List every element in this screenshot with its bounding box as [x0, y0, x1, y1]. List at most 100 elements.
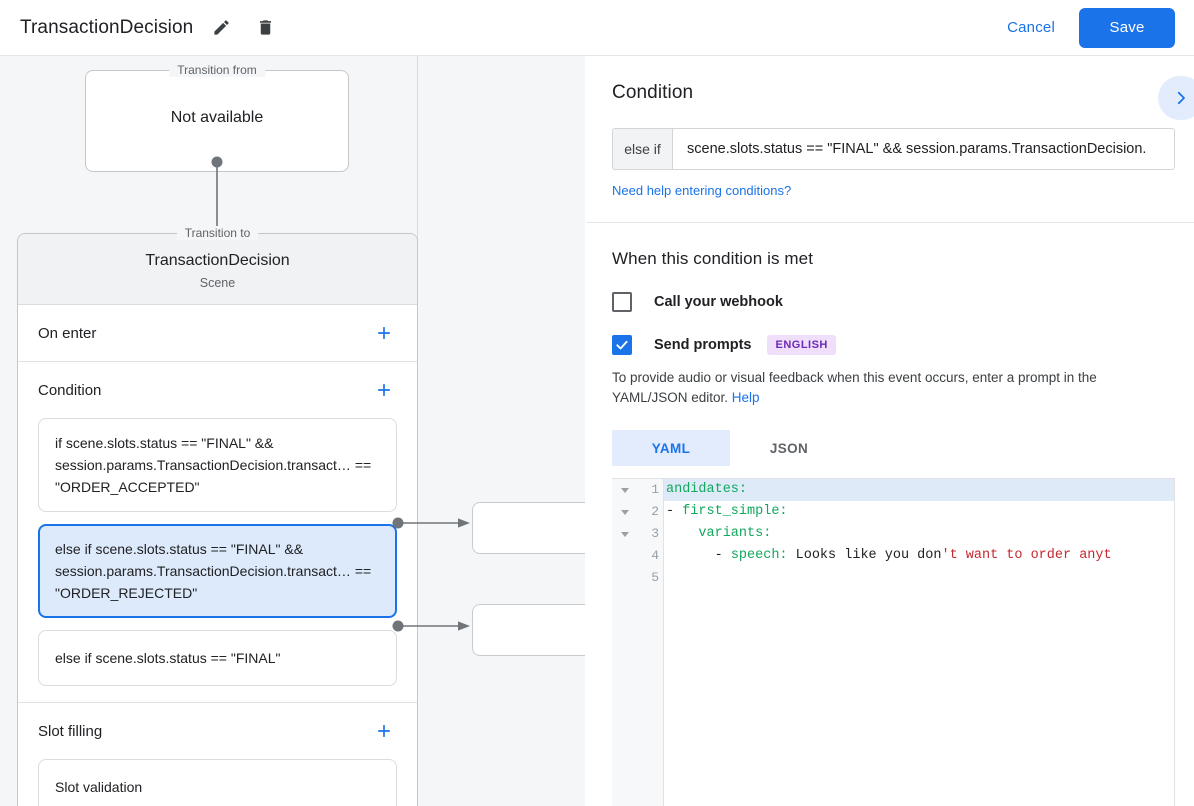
add-condition-button[interactable] [371, 377, 397, 403]
editor-format-tabs: YAML JSON [612, 430, 1168, 466]
code-token: Looks like you don [787, 548, 942, 563]
pencil-icon-glyph [214, 20, 229, 35]
scene-graph-panel: Transition from Not available Transition… [0, 56, 585, 806]
check-icon [616, 340, 628, 350]
caret-down-icon [621, 488, 629, 493]
detail-header: Condition else if scene.slots.status == … [586, 56, 1194, 200]
send-prompts-checkbox-row[interactable]: Send prompts ENGLISH [612, 335, 1168, 355]
scene-type: Scene [199, 276, 236, 290]
top-app-bar: TransactionDecision Cancel Save [0, 0, 1194, 56]
code-token: : [779, 504, 788, 519]
condition-expression-input[interactable]: scene.slots.status == "FINAL" && session… [687, 141, 1147, 157]
caret-down-icon [621, 510, 629, 515]
plus-icon [378, 725, 390, 737]
detail-heading: Condition [612, 82, 694, 103]
call-webhook-checkbox[interactable] [612, 292, 632, 312]
call-webhook-label: Call your webhook [654, 294, 783, 310]
transition-to-legend: Transition to [176, 226, 259, 240]
save-button[interactable]: Save [1079, 7, 1175, 48]
edge-else-if-rejected [392, 620, 470, 632]
when-condition-met-heading: When this condition is met [612, 249, 814, 268]
chevron-right-icon-glyph [1177, 91, 1185, 105]
section-slot-filling: Slot filling Slot validation [18, 703, 417, 806]
tab-yaml[interactable]: YAML [612, 430, 730, 466]
code-line[interactable]: - first_simple: [664, 501, 1175, 523]
target-node-accepted[interactable] [472, 502, 585, 554]
fold-arrow-icon[interactable] [612, 523, 638, 545]
scene-name: TransactionDecision [145, 252, 290, 269]
webhook-checkbox-row[interactable]: Call your webhook [612, 292, 1168, 312]
transition-from-value: Not available [170, 109, 264, 126]
chevron-right-icon[interactable] [1158, 76, 1194, 120]
editor-line-numbers: 1 2 3 4 5 [638, 479, 664, 806]
detail-body: When this condition is met Call your web… [586, 223, 1194, 806]
fold-arrow-placeholder [612, 567, 638, 589]
send-prompts-label: Send prompts [654, 337, 752, 353]
caret-down-icon [621, 532, 629, 537]
code-token: 't want to order anyt [941, 548, 1112, 563]
condition-help-link[interactable]: Need help entering conditions? [612, 183, 792, 198]
section-header-condition: Condition [38, 362, 397, 418]
trash-icon[interactable] [249, 12, 281, 44]
condition-detail-panel: Condition else if scene.slots.status == … [586, 56, 1194, 806]
code-token: andidates [666, 482, 739, 497]
code-line[interactable]: variants: [664, 523, 1175, 545]
trash-icon-glyph [259, 20, 271, 35]
transition-from-box[interactable]: Transition from Not available [85, 63, 349, 172]
cancel-button[interactable]: Cancel [993, 11, 1069, 44]
line-number: 5 [651, 570, 659, 585]
code-token: : [738, 482, 748, 497]
language-chip: ENGLISH [767, 335, 836, 355]
condition-item-else-if-final[interactable]: else if scene.slots.status == "FINAL" [38, 630, 397, 686]
section-title-on-enter: On enter [38, 324, 97, 342]
section-title-condition: Condition [38, 381, 102, 399]
code-token: - [666, 548, 731, 563]
code-token: - [666, 504, 683, 519]
plus-icon [378, 327, 390, 339]
condition-prefix-label: else if [613, 129, 673, 169]
code-token: : [763, 526, 772, 541]
code-token [666, 526, 698, 541]
section-condition: Condition if scene.slots.status == "FINA… [18, 362, 417, 703]
send-prompts-checkbox[interactable] [612, 335, 632, 355]
line-number: 1 [651, 482, 659, 497]
code-line[interactable] [664, 567, 1175, 589]
pencil-icon[interactable] [205, 12, 237, 44]
condition-item-if[interactable]: if scene.slots.status == "FINAL" && sess… [38, 418, 397, 512]
code-token: variants [698, 526, 764, 541]
fold-arrow-icon[interactable] [612, 501, 638, 523]
slot-validation-item[interactable]: Slot validation [38, 759, 397, 806]
line-number: 2 [651, 504, 659, 519]
page-title: TransactionDecision [20, 16, 194, 38]
code-line[interactable]: - speech: Looks like you don't want to o… [664, 545, 1175, 567]
section-header-on-enter: On enter [38, 305, 397, 361]
edge-if-accepted [392, 517, 470, 529]
slot-filling-list: Slot validation [38, 759, 397, 806]
code-line[interactable]: andidates: [664, 479, 1175, 501]
condition-list: if scene.slots.status == "FINAL" && sess… [38, 418, 397, 702]
add-slot-filling-button[interactable] [371, 718, 397, 744]
fold-arrow-placeholder [612, 545, 638, 567]
section-header-slot-filling: Slot filling [38, 703, 397, 759]
scene-card: Transition to TransactionDecision Scene … [17, 226, 418, 806]
section-on-enter: On enter [18, 305, 417, 362]
tab-json[interactable]: JSON [769, 440, 809, 456]
plus-icon [378, 384, 390, 396]
editor-code-area[interactable]: andidates:- first_simple: variants: - sp… [664, 479, 1175, 806]
editor-right-border [1174, 479, 1175, 806]
condition-input-row[interactable]: else if scene.slots.status == "FINAL" &&… [612, 128, 1175, 170]
condition-item-else-if-rejected[interactable]: else if scene.slots.status == "FINAL" &&… [38, 524, 397, 618]
add-on-enter-button[interactable] [371, 320, 397, 346]
fold-arrow-icon[interactable] [612, 479, 638, 501]
code-token: first_simple [682, 504, 780, 519]
prompt-note-text: To provide audio or visual feedback when… [612, 370, 1097, 405]
prompt-note-help-link[interactable]: Help [731, 390, 760, 405]
line-number: 4 [651, 548, 659, 563]
line-number: 3 [651, 526, 659, 541]
code-token: : [779, 548, 788, 563]
target-node-rejected[interactable] [472, 604, 585, 656]
scene-card-header[interactable]: Transition to TransactionDecision Scene [18, 226, 417, 305]
detail-divider [586, 222, 1194, 223]
editor-fold-column [612, 479, 638, 806]
